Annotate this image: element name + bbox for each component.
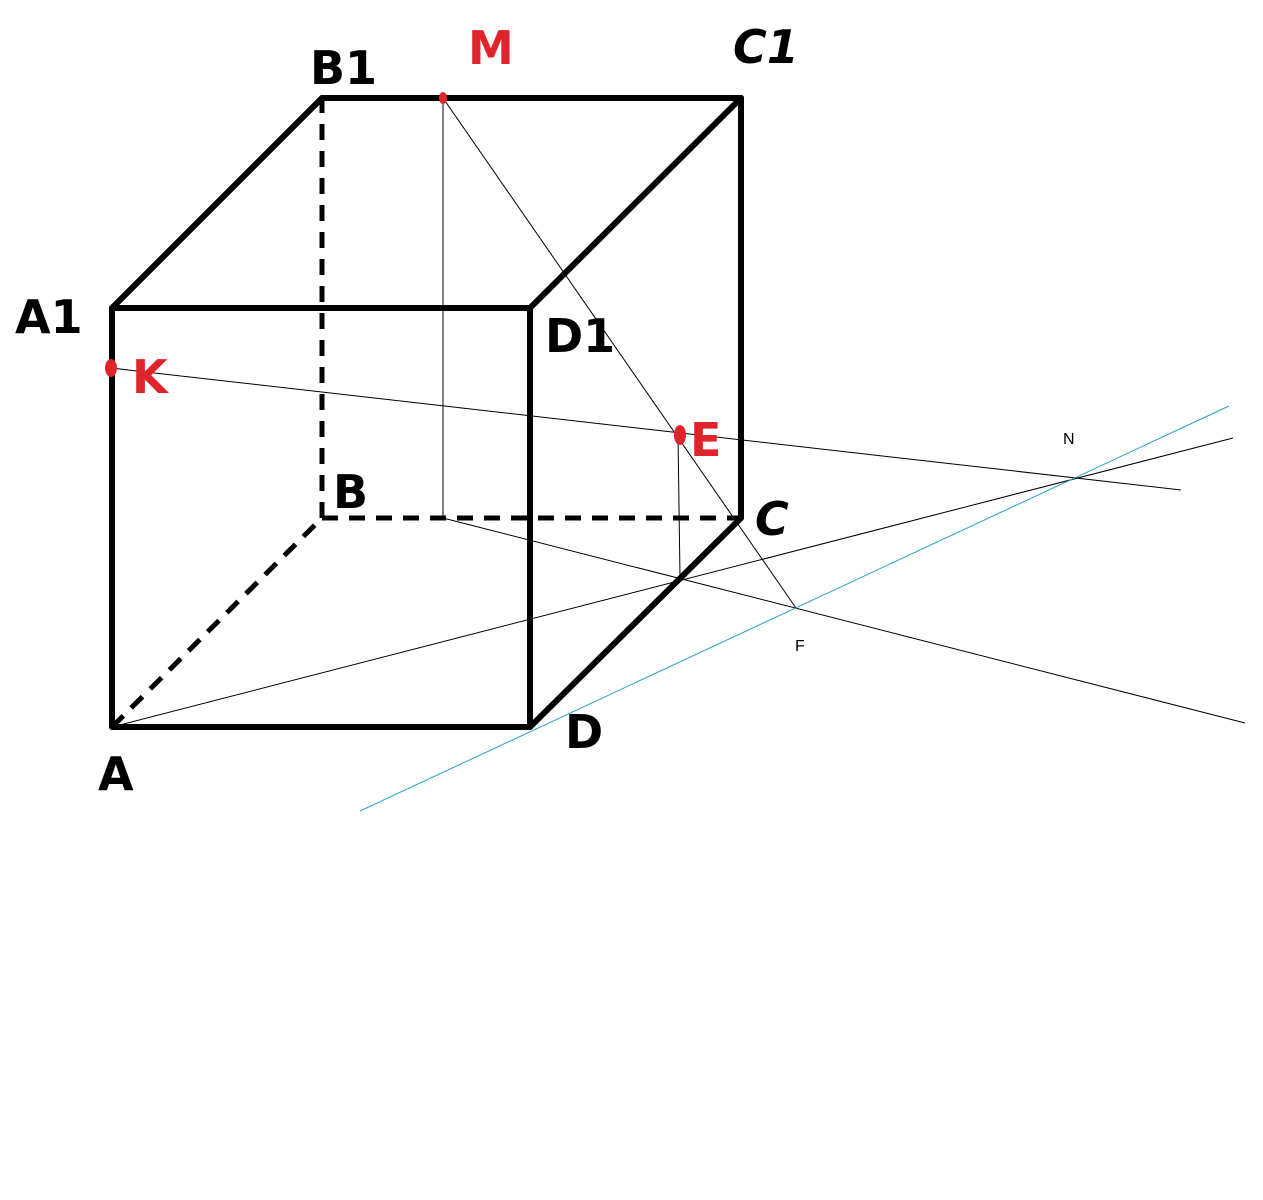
label-A: A — [98, 747, 134, 801]
edge-D-C — [527, 515, 744, 730]
edge-A1-B1 — [109, 95, 325, 311]
label-E: E — [690, 413, 721, 467]
edge-A-B — [110, 516, 324, 729]
section-line-D-F-N — [359, 405, 1230, 812]
label-D: D — [565, 705, 603, 759]
line-K-E-N — [110, 367, 1182, 491]
label-K: K — [132, 350, 170, 404]
point-E-dot — [674, 425, 686, 445]
label-N: N — [1063, 431, 1075, 448]
edge-D1-C1 — [527, 95, 744, 311]
label-M: M — [468, 21, 514, 75]
label-F: F — [795, 638, 805, 655]
line-E-foot — [677, 434, 681, 578]
label-C: C — [755, 492, 789, 546]
point-M-dot — [439, 92, 447, 104]
line-foot-F — [442, 517, 1246, 724]
label-B: B — [333, 465, 368, 519]
label-A1: A1 — [15, 290, 83, 344]
point-K-dot — [105, 359, 117, 377]
label-C1: C1 — [733, 20, 799, 74]
label-D1: D1 — [545, 309, 615, 363]
label-B1: B1 — [310, 41, 377, 95]
